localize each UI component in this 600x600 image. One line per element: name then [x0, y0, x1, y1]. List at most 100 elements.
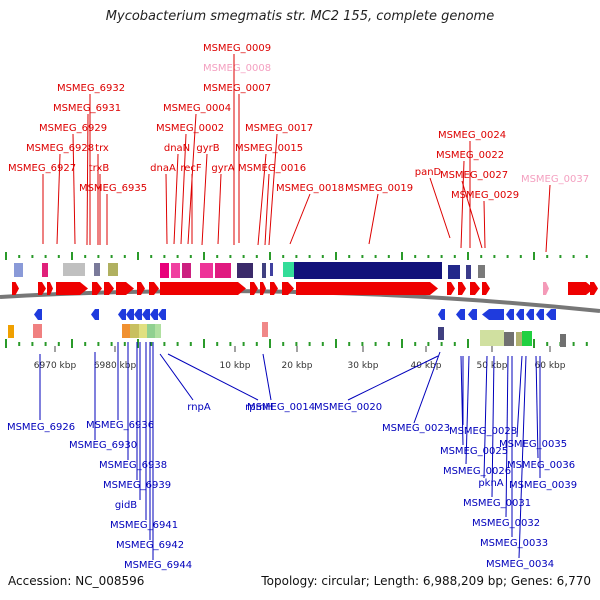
forward-gene — [282, 282, 294, 295]
forward-connector — [368, 193, 379, 245]
forward-connector — [460, 160, 465, 249]
forward-gene-label: MSMEG_0009 — [203, 43, 271, 54]
reverse-connector — [516, 355, 523, 438]
genome-title: Mycobacterium smegmatis str. MC2 155, co… — [105, 9, 495, 24]
forward-gene-label: MSMEG_0024 — [438, 130, 506, 141]
forward-gene — [116, 282, 134, 295]
feature-box — [63, 263, 85, 276]
reverse-gene-label: MSMEG_0034 — [486, 559, 554, 570]
feature-box — [237, 263, 253, 278]
forward-gene-label: gyrA — [211, 163, 234, 174]
forward-gene-label: dnaN — [164, 143, 190, 154]
reverse-gene-label: MSMEG_0023 — [382, 423, 450, 434]
forward-gene — [482, 282, 490, 295]
reverse-gene — [456, 309, 465, 320]
reverse-gene-label: MSMEG_0033 — [480, 538, 548, 549]
feature-box — [438, 327, 444, 340]
ruler-label: 50 kbp — [477, 361, 508, 371]
forward-gene — [149, 282, 159, 295]
reverse-gene-label: MSMEG_0035 — [499, 439, 567, 450]
feature-box — [160, 263, 169, 278]
forward-gene-label: MSMEG_6929 — [39, 123, 107, 134]
reverse-gene — [118, 309, 126, 320]
topology-label: Topology: circular; Length: 6,988,209 bp… — [261, 574, 591, 588]
forward-gene-label: MSMEG_0019 — [345, 183, 413, 194]
forward-connector — [264, 173, 270, 246]
reverse-gene-label: MSMEG_0039 — [509, 480, 577, 491]
feature-box — [560, 334, 566, 347]
forward-connector — [483, 200, 486, 249]
feature-box — [33, 324, 42, 338]
forward-gene-label: dnaA — [150, 163, 176, 174]
ruler-label: 6980 kbp — [94, 361, 137, 371]
feature-box — [139, 324, 147, 338]
reverse-gene-label: MSMEG_6944 — [124, 560, 192, 571]
reverse-gene-label: gidB — [115, 500, 137, 511]
feature-box — [294, 262, 442, 279]
forward-gene-label: MSMEG_0015 — [235, 143, 303, 154]
ruler-label: 30 kbp — [348, 361, 379, 371]
forward-gene — [447, 282, 455, 295]
forward-gene — [590, 282, 598, 295]
forward-gene-label: MSMEG_0016 — [238, 163, 306, 174]
forward-gene-label: MSMEG_0029 — [451, 190, 519, 201]
reverse-gene-label: MSMEG_0014 — [247, 402, 315, 413]
forward-connector — [257, 153, 267, 246]
forward-gene — [38, 282, 46, 295]
forward-connector — [217, 173, 222, 245]
ruler-label: 40 kbp — [411, 361, 442, 371]
feature-box — [516, 332, 524, 346]
forward-gene — [260, 282, 266, 295]
forward-gene — [250, 282, 258, 295]
forward-connector — [289, 193, 311, 245]
reverse-connector — [347, 355, 439, 401]
forward-gene — [568, 282, 594, 295]
forward-gene-label: trxB — [89, 163, 110, 174]
feature-box — [270, 263, 273, 276]
forward-gene-label: MSMEG_6931 — [53, 103, 121, 114]
reverse-gene-label: MSMEG_6930 — [69, 440, 137, 451]
reverse-gene-label: MSMEG_6936 — [86, 420, 154, 431]
reverse-connector — [535, 355, 539, 459]
forward-gene-label: MSMEG_0018 — [276, 183, 344, 194]
feature-box — [466, 265, 471, 279]
reverse-gene-label: MSMEG_6926 — [7, 422, 75, 433]
forward-gene — [543, 282, 549, 295]
reverse-connector — [465, 355, 470, 465]
reverse-gene — [506, 309, 514, 320]
forward-gene-label: MSMEG_6927 — [8, 163, 76, 174]
forward-gene-label: recF — [180, 163, 202, 174]
forward-gene — [47, 282, 53, 295]
feature-box — [448, 265, 460, 279]
reverse-gene — [91, 309, 99, 320]
forward-connector — [429, 177, 451, 239]
reverse-gene — [516, 309, 524, 320]
reverse-connector — [491, 355, 495, 498]
reverse-gene — [34, 309, 42, 320]
reverse-gene-label: MSMEG_0028 — [449, 426, 517, 437]
feature-box — [504, 332, 514, 346]
ruler-label: 60 kbp — [535, 361, 566, 371]
reverse-gene-label: MSMEG_0032 — [472, 518, 540, 529]
forward-gene-label: MSMEG_0002 — [156, 123, 224, 134]
forward-gene — [56, 282, 88, 295]
feature-box — [14, 263, 23, 277]
feature-box — [171, 263, 180, 278]
forward-gene — [12, 282, 19, 295]
ruler-label: 10 kbp — [220, 361, 251, 371]
forward-connector — [201, 153, 208, 246]
feature-box — [215, 263, 231, 278]
accession-label: Accession: NC_008596 — [8, 574, 145, 588]
reverse-connector — [413, 351, 441, 424]
reverse-gene-label: rpmH — [245, 402, 273, 413]
forward-gene-label: gyrB — [196, 143, 219, 154]
feature-box — [478, 265, 485, 278]
forward-connector — [86, 113, 89, 246]
reverse-gene — [150, 309, 158, 320]
reverse-gene — [126, 309, 134, 320]
feature-box — [8, 325, 14, 338]
feature-box — [200, 263, 213, 278]
forward-connector — [56, 153, 61, 245]
forward-gene — [458, 282, 466, 295]
